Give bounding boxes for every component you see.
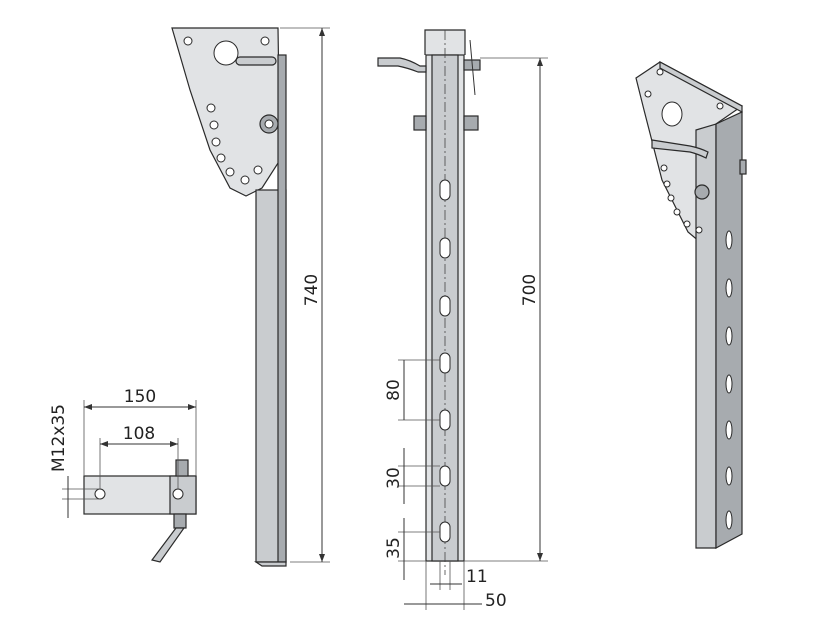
plate-hole: [211, 137, 221, 147]
plate-hole: [209, 120, 219, 130]
dim-label-m12x35: M12x35: [49, 404, 69, 472]
tube-slot: [439, 409, 451, 431]
iso-plate-hole: [656, 68, 664, 76]
dim-700-arrow-bottom: [537, 553, 543, 561]
front-view: 700 80 30 35 11 50: [377, 29, 548, 611]
tube-slot: [439, 352, 451, 374]
isometric-view: [635, 60, 747, 550]
dim-label-35: 35: [384, 537, 404, 559]
top-view-hole-left: [94, 488, 106, 500]
front-view-bolt-right: [463, 115, 479, 131]
iso-tube-slot: [725, 278, 733, 298]
iso-plate-hole: [695, 226, 703, 234]
dim-label-80: 80: [384, 379, 404, 401]
plate-hole: [253, 165, 263, 175]
top-view-bolt: [173, 513, 187, 529]
iso-tube-slot: [725, 230, 733, 250]
iso-pin: [651, 139, 709, 159]
dim-label-108: 108: [123, 424, 155, 444]
dim-label-50: 50: [485, 591, 507, 611]
side-view-tube-foot: [254, 561, 287, 567]
dim-700-arrow-top: [537, 58, 543, 66]
dim-740-arrow-bottom: [319, 554, 325, 562]
dim-150-arrow-right: [188, 404, 196, 410]
plate-hole: [225, 167, 235, 177]
tube-slot: [439, 465, 451, 487]
plate-hole: [216, 153, 226, 163]
top-view-fastener: [175, 459, 189, 477]
iso-tube-slot: [725, 326, 733, 346]
iso-plate-hole: [660, 164, 668, 172]
iso-plate-hole: [667, 194, 675, 202]
dim-label-30: 30: [384, 467, 404, 489]
dim-label-740: 740: [302, 274, 322, 306]
side-view-tube-edge: [277, 54, 287, 563]
iso-plate-hole: [644, 90, 652, 98]
dim-108-arrow-right: [170, 441, 178, 447]
tube-slot: [439, 179, 451, 201]
top-view-hole-right: [172, 488, 184, 500]
side-view-pin: [235, 56, 277, 66]
dim-150-arrow-left: [84, 404, 92, 410]
tube-slot: [439, 521, 451, 543]
iso-tube-slot: [725, 420, 733, 440]
tube-slot: [439, 295, 451, 317]
iso-tube-slot: [725, 374, 733, 394]
plate-hole: [240, 175, 250, 185]
side-view-bolt-center: [264, 119, 274, 129]
iso-tube-slot: [725, 466, 733, 486]
top-view-pin: [150, 527, 186, 563]
iso-plate-hole: [673, 208, 681, 216]
side-view: 740: [171, 27, 330, 567]
top-view: 150 108 M12x35: [49, 387, 197, 563]
iso-plate-hole: [716, 102, 724, 110]
iso-bolt: [694, 184, 710, 200]
front-view-pin: [377, 57, 427, 73]
dim-740-arrow-top: [319, 28, 325, 36]
iso-tube-slot: [725, 510, 733, 530]
iso-plate-hole: [663, 180, 671, 188]
dim-label-11: 11: [466, 567, 488, 587]
front-view-clip-pin: [469, 39, 476, 96]
dim-label-700: 700: [520, 274, 540, 306]
plate-hole: [183, 36, 193, 46]
iso-plate-hole: [683, 220, 691, 228]
iso-pin-hole: [661, 101, 683, 127]
plate-hole: [260, 36, 270, 46]
iso-clip: [739, 159, 747, 175]
dim-108-arrow-left: [100, 441, 108, 447]
plate-hole: [206, 103, 216, 113]
dim-label-150: 150: [124, 387, 156, 407]
pin-hole: [213, 40, 239, 66]
front-view-bolt-left: [413, 115, 427, 131]
tube-slot: [439, 237, 451, 259]
